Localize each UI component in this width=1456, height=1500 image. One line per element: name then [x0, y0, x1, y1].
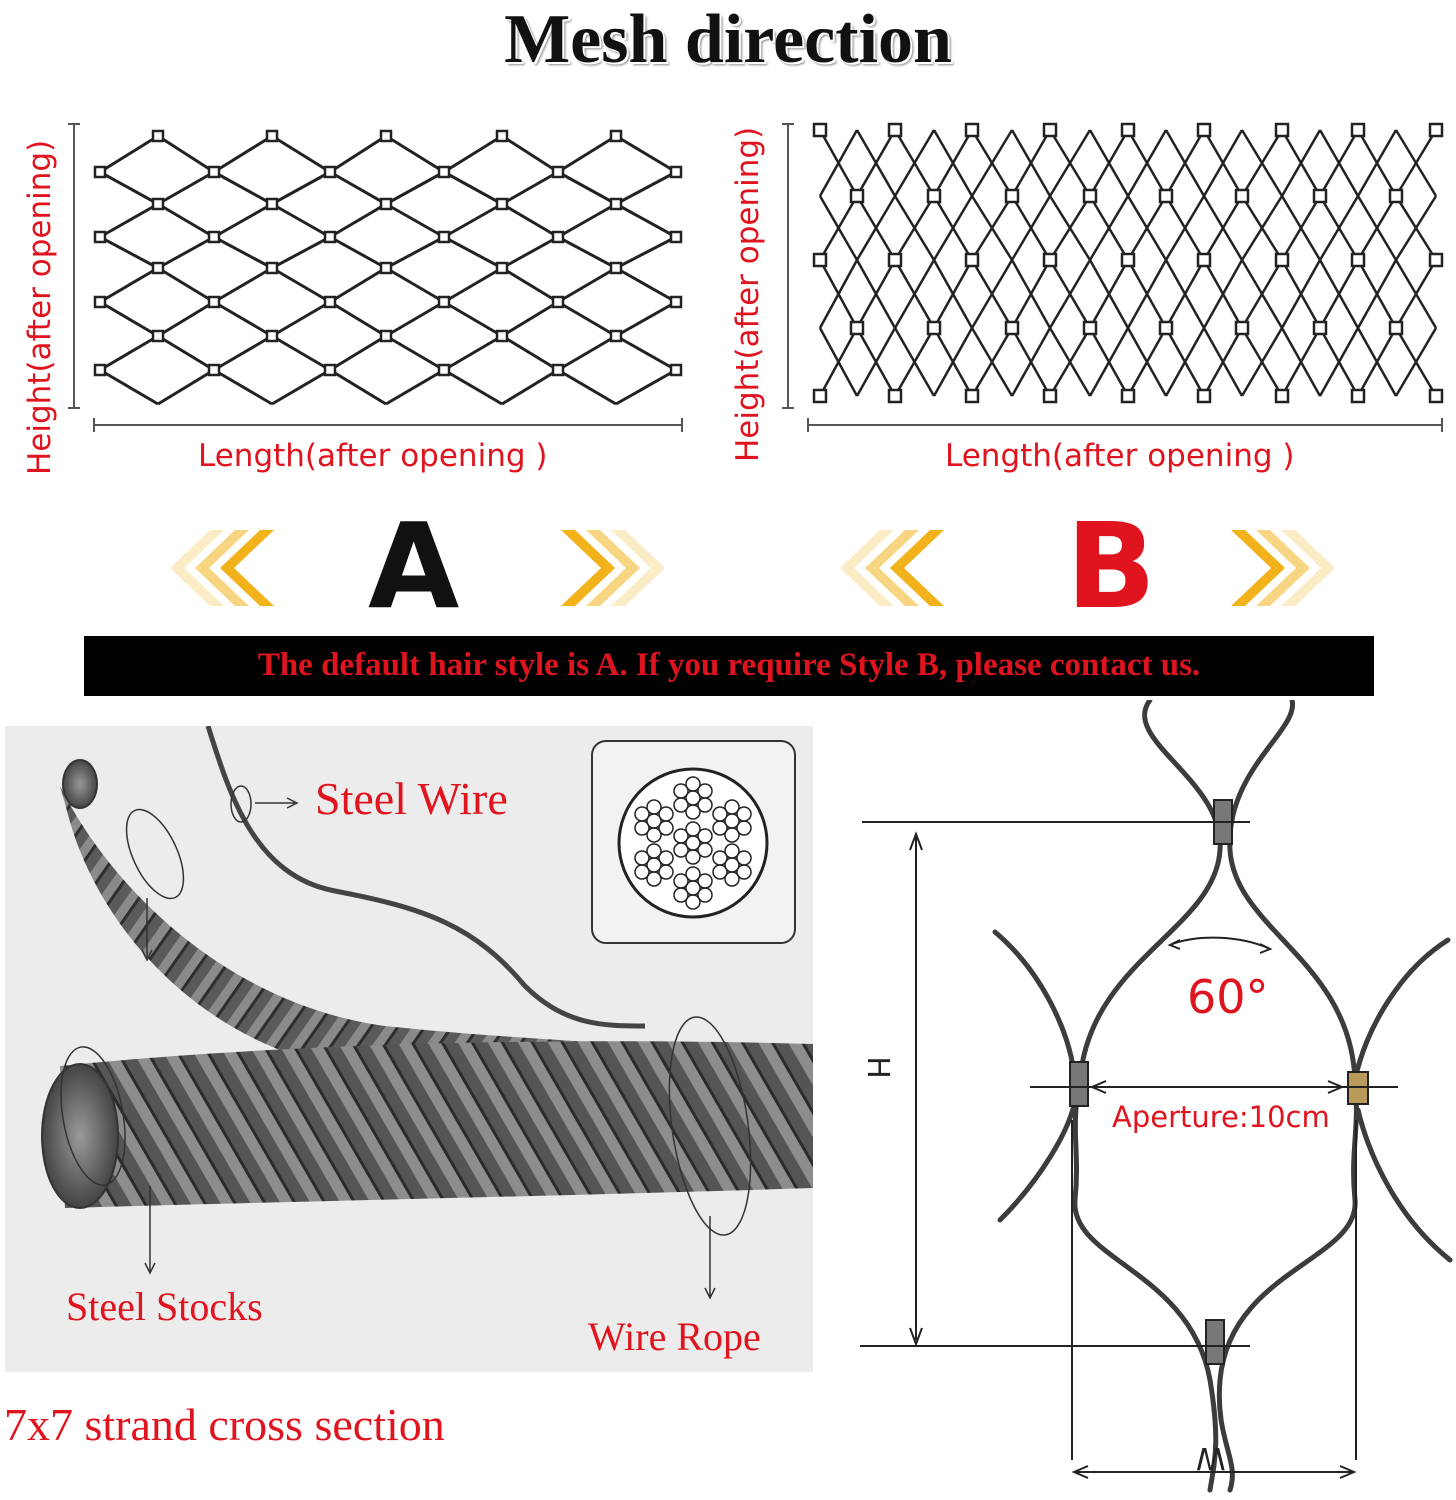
aperture-label: Aperture:10cm	[1112, 1100, 1330, 1134]
mesh-b-diagram	[812, 122, 1444, 404]
mesh-a-height-label: Height(after opening)	[22, 139, 58, 475]
mesh-a-diagram	[93, 129, 683, 406]
strand-cut-end	[62, 759, 98, 809]
steel-wire-label: Steel Wire	[315, 773, 508, 824]
mesh-b-height-label: Height(after opening)	[730, 126, 766, 462]
steel-strand	[60, 786, 813, 1098]
chevron-right-icon	[561, 530, 665, 606]
angle-label: 60°	[1187, 970, 1269, 1024]
wire-rope-label: Wire Rope	[588, 1314, 761, 1359]
wire-rope-panel	[5, 725, 813, 1372]
aperture-diagram	[860, 700, 1453, 1493]
mesh-b-dimension-lines	[782, 123, 1443, 432]
steel-stocks-label: Steel Stocks	[66, 1284, 263, 1329]
strand-caption: 7x7 strand cross section	[4, 1399, 445, 1450]
mesh-a-dimension-lines	[68, 123, 683, 432]
mesh-diagrams	[68, 122, 1444, 432]
chevron-left-icon	[170, 530, 274, 606]
mesh-b-knots	[812, 122, 1444, 404]
rope-cut-end	[41, 1063, 119, 1209]
chevron-left-icon	[840, 530, 944, 606]
steel-wire	[205, 725, 646, 1029]
mesh-a-knots	[93, 129, 683, 377]
aperture-dimension-lines	[860, 821, 1398, 1479]
page-title: Mesh direction	[504, 1, 952, 78]
height-symbol: H	[859, 1056, 895, 1079]
wire-rope-illustration	[41, 725, 813, 1300]
width-symbol: W	[1196, 1440, 1226, 1475]
mesh-a-wires	[99, 134, 677, 406]
banner-text: The default hair style is A. If you requ…	[257, 647, 1201, 683]
wire-rope	[60, 1041, 813, 1208]
chevron-right-icon	[1231, 530, 1335, 606]
default-style-banner: The default hair style is A. If you requ…	[84, 636, 1374, 696]
style-b-letter: B	[1066, 497, 1156, 635]
mesh-b-wires	[818, 129, 1438, 397]
mesh-b-length-label: Length(after opening )	[945, 438, 1295, 474]
chevron-icons	[170, 530, 1335, 606]
label-pointers	[60, 785, 752, 1300]
mesh-ferrules	[1069, 799, 1369, 1365]
cross-section-strands	[634, 776, 752, 910]
style-selector-row	[170, 530, 1335, 606]
cross-section-circle	[617, 767, 769, 919]
mesh-a-length-label: Length(after opening )	[198, 438, 548, 474]
style-a-letter: A	[368, 497, 460, 635]
